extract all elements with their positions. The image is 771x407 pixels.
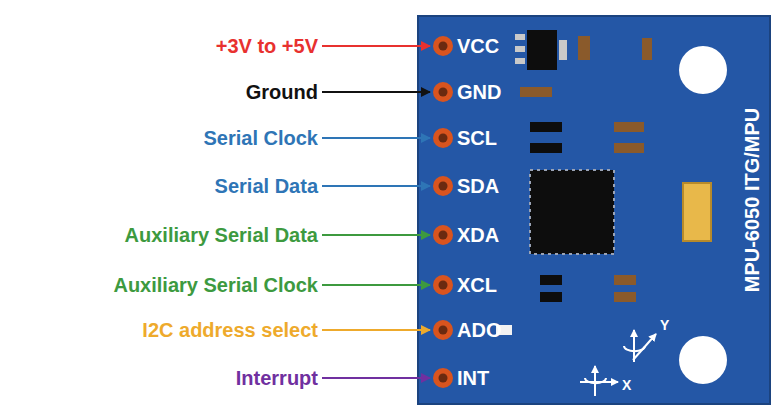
- pin-name: SDA: [457, 175, 499, 197]
- circuit-board: [418, 16, 770, 404]
- axis-symbol: [580, 330, 656, 396]
- pin-function-label: Serial Data: [215, 175, 318, 197]
- pin-pads: [433, 36, 453, 388]
- pin-function-label: Interrupt: [236, 367, 318, 389]
- pin-name: GND: [457, 81, 501, 103]
- pin-function-label: I2C address select: [142, 319, 318, 341]
- pin-function-label: Auxiliary Serial Data: [125, 224, 318, 246]
- pin-function-label: Serial Clock: [203, 127, 318, 149]
- leader-arrows: [322, 46, 430, 378]
- pin-name: XDA: [457, 224, 499, 246]
- pin-function-label: +3V to +5V: [216, 35, 318, 57]
- pin-name: INT: [457, 367, 489, 389]
- pin-function-label: Auxiliary Serial Clock: [113, 274, 318, 296]
- pin-name: ADO: [457, 319, 501, 341]
- smd-components: [496, 30, 711, 335]
- pin-name: SCL: [457, 127, 497, 149]
- pin-name: XCL: [457, 274, 497, 296]
- pin-name: VCC: [457, 35, 499, 57]
- pin-function-label: Ground: [246, 81, 318, 103]
- mounting-hole: [679, 336, 727, 384]
- mounting-hole: [679, 46, 727, 94]
- axis-label: X: [622, 378, 631, 393]
- axis-label: Y: [660, 318, 669, 333]
- board-marking: MPU-6050 ITG/MPU: [741, 108, 763, 292]
